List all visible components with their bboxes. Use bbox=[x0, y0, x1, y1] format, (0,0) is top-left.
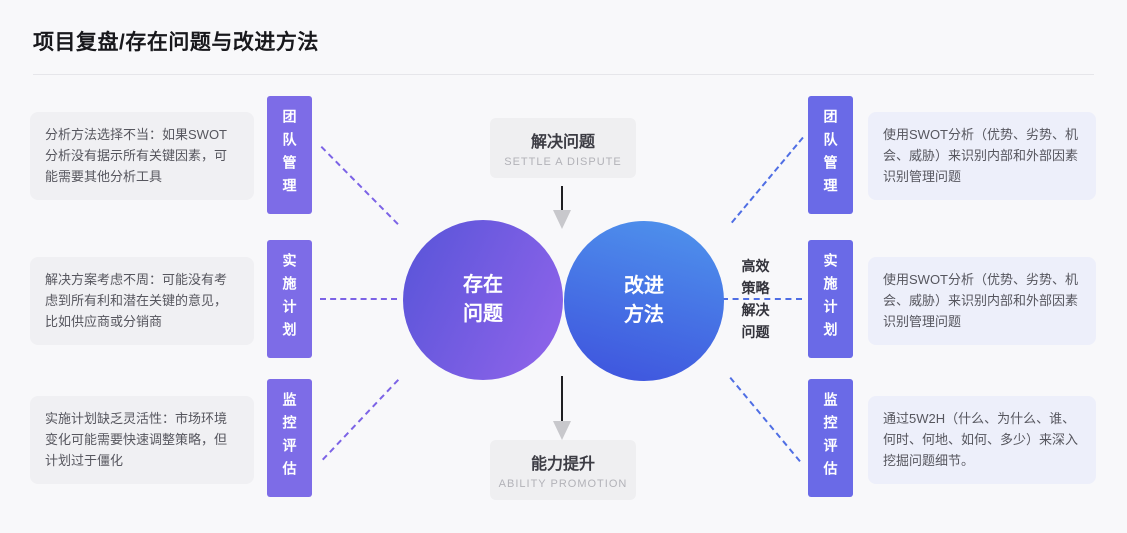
right-middle-dashed-connector bbox=[722, 298, 802, 300]
existing-problems-circle: 存在问题 bbox=[403, 220, 563, 380]
existing-problems-label: 存在问题 bbox=[463, 274, 503, 325]
improvement-methods-circle: 改进方法 bbox=[564, 221, 724, 381]
left-top-dashed-connector bbox=[320, 146, 399, 225]
right-label-implementation-plan: 实施计划 bbox=[808, 240, 853, 358]
right-bottom-dashed-connector bbox=[729, 377, 801, 463]
left-desc-team-management: 分析方法选择不当：如果SWOT分析没有据示所有关键因素，可能需要其他分析工具 bbox=[30, 112, 254, 201]
left-bottom-dashed-connector bbox=[322, 379, 400, 461]
left-label-team-management: 团队管理 bbox=[267, 96, 312, 214]
right-label-team-management: 团队管理 bbox=[808, 96, 853, 214]
improvement-methods-label: 改进方法 bbox=[624, 275, 664, 326]
bottom-arrow-line bbox=[561, 376, 563, 422]
title-divider bbox=[33, 74, 1094, 75]
left-desc-implementation-plan: 解决方案考虑不周：可能没有考虑到所有利和潜在关键的意见，比如供应商或分销商 bbox=[30, 257, 254, 346]
left-middle-dashed-connector bbox=[320, 298, 397, 300]
left-desc-monitoring-evaluation: 实施计划缺乏灵活性：市场环境变化可能需要快速调整策略，但计划过于僵化 bbox=[30, 396, 254, 485]
right-desc-team-management: 使用SWOT分析（优势、劣势、机会、威胁）来识别内部和外部因素识别管理问题 bbox=[868, 112, 1096, 201]
right-desc-implementation-plan: 使用SWOT分析（优势、劣势、机会、威胁）来识别内部和外部因素识别管理问题 bbox=[868, 257, 1096, 346]
solve-problem-box: 解决问题 SETTLE A DISPUTE bbox=[490, 118, 636, 178]
right-label-monitoring-evaluation: 监控评估 bbox=[808, 379, 853, 497]
bottom-arrow-down-icon bbox=[553, 421, 571, 440]
left-label-implementation-plan: 实施计划 bbox=[267, 240, 312, 358]
solve-problem-subtitle: SETTLE A DISPUTE bbox=[504, 156, 622, 168]
ability-promotion-box: 能力提升 ABILITY PROMOTION bbox=[490, 440, 636, 500]
ability-promotion-title: 能力提升 bbox=[530, 456, 595, 473]
top-arrow-down-icon bbox=[553, 210, 571, 229]
right-top-dashed-connector bbox=[731, 136, 804, 224]
strategy-note: 高效策略解决问题 bbox=[741, 258, 770, 340]
left-label-monitoring-evaluation: 监控评估 bbox=[267, 379, 312, 497]
page-title: 项目复盘/存在问题与改进方法 bbox=[33, 31, 319, 54]
top-arrow-line bbox=[561, 186, 563, 211]
right-desc-monitoring-evaluation: 通过5W2H（什么、为什么、谁、何时、何地、如何、多少）来深入挖掘问题细节。 bbox=[868, 396, 1096, 485]
ability-promotion-subtitle: ABILITY PROMOTION bbox=[498, 478, 628, 490]
solve-problem-title: 解决问题 bbox=[530, 134, 595, 151]
